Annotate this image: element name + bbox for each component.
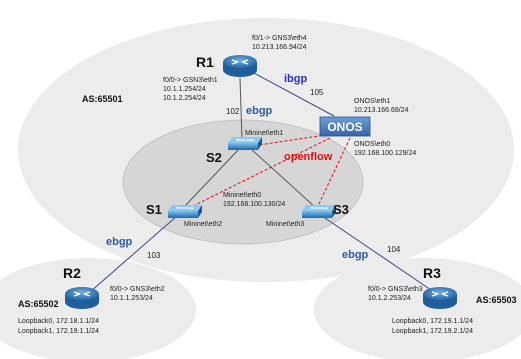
onos-eth1-ip: 10.213.166.68/24	[354, 107, 409, 114]
switch-s2[interactable]	[228, 137, 262, 150]
r3-lo1: Loopback1, 172.19.2.1/24	[392, 328, 473, 335]
link-r1-s2	[239, 77, 243, 141]
ibgp-label: ibgp	[284, 73, 307, 85]
r2-lo1: Loopback1, 172.19.1.1/24	[18, 328, 99, 335]
r1-f00-label: f0/0-> GSN3\eth1	[163, 77, 218, 84]
router-r1[interactable]	[223, 55, 257, 77]
onos-eth1-label: ONOS\eth1	[354, 98, 390, 105]
mininet-eth3-label: Mininet\eth3	[266, 221, 304, 228]
as65502-label: AS:65502	[18, 299, 59, 309]
onos-controller[interactable]: ONOS	[319, 116, 371, 137]
s1-label: S1	[146, 202, 162, 217]
openflow-label: openflow	[284, 151, 333, 163]
ebgp-r1-label: ebgp	[246, 105, 273, 117]
r2-label: R2	[63, 265, 81, 281]
switch-s1[interactable]	[168, 205, 202, 218]
r1-f00-ip2: 10.1.2.254/24	[163, 95, 206, 102]
openflow-s2	[251, 133, 333, 147]
onos-eth0-ip: 192.168.100.129/24	[354, 150, 416, 157]
mininet-eth0-ip: 192.168.100.130/24	[223, 201, 285, 208]
link-s1-r2	[89, 215, 178, 293]
ebgp-r2-label: ebgp	[106, 236, 133, 248]
r2-f00-label: f0/0-> GNS3\eth2	[110, 286, 165, 293]
ebgp-r3-label: ebgp	[342, 249, 369, 261]
as65501-label: AS:65501	[82, 94, 123, 104]
openflow-s3	[317, 137, 351, 207]
port-104: 104	[387, 245, 401, 254]
router-r2[interactable]	[65, 287, 99, 309]
as65503-area	[314, 258, 521, 359]
r1-label: R1	[196, 54, 214, 70]
mininet-eth0-label: Mininet\eth0	[223, 192, 261, 199]
router-r3[interactable]	[423, 287, 457, 309]
r2-f00-ip: 10.1.1.253/24	[110, 295, 153, 302]
switch-s3[interactable]	[302, 205, 336, 218]
port-103: 103	[147, 251, 161, 260]
as65502-area	[0, 258, 196, 359]
openflow-s1	[184, 137, 331, 211]
r3-lo0: Loopback0, 172.19.1.1/24	[392, 318, 473, 325]
s2-label: S2	[206, 150, 222, 165]
mininet-eth2-label: Mininet\eth2	[184, 221, 222, 228]
onos-label: ONOS	[327, 120, 362, 134]
r1-f01-ip: 10.213.166.94/24	[252, 44, 307, 51]
port-102: 102	[226, 107, 240, 116]
port-105: 105	[310, 88, 324, 97]
r1-f01-label: f0/1-> GNS3\eth4	[252, 35, 307, 42]
r2-lo0: Loopback0, 172.18.1.1/24	[18, 318, 99, 325]
r3-f00-label: f0/0-> GNS3\eth3	[368, 286, 423, 293]
s3-label: S3	[333, 202, 349, 217]
link-s2-s1	[182, 147, 241, 209]
r1-f00-ip1: 10.1.1.254/24	[163, 86, 206, 93]
link-s3-r3	[321, 215, 435, 293]
onos-eth0-label: ONOS\eth0	[354, 141, 390, 148]
r3-label: R3	[423, 265, 441, 281]
link-r1-onos	[251, 71, 335, 117]
as65503-label: AS:65503	[476, 295, 517, 305]
r3-f00-ip: 10.1.2.253/24	[368, 295, 411, 302]
mininet-eth1-label: Mininet\eth1	[245, 130, 283, 137]
link-s2-s3	[249, 147, 317, 209]
